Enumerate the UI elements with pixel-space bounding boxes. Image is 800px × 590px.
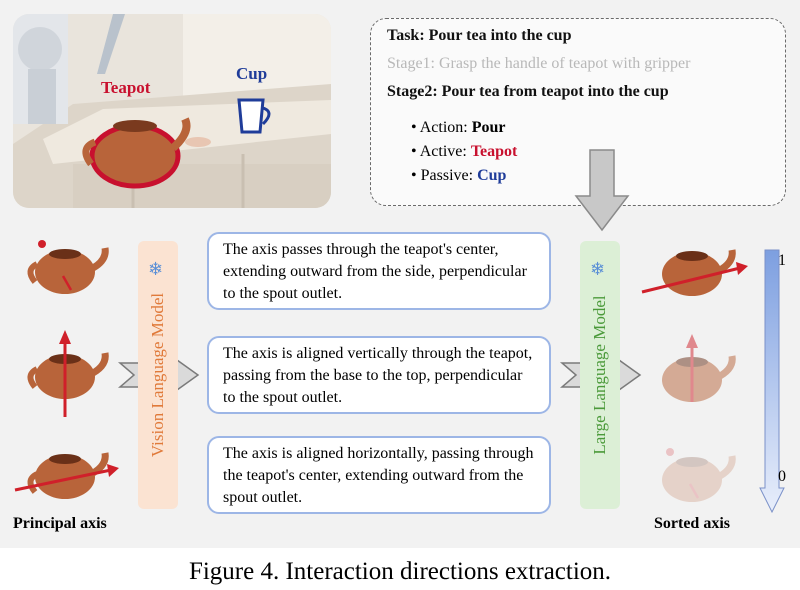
bullet-dot: • [411,119,417,136]
scene-photo: Teapot Cup [13,14,331,208]
vlm-label-part: anguage [148,337,167,399]
cup-label: Cup [236,64,268,83]
bullet-dot: • [411,167,417,184]
sorted-axis-label: Sorted axis [654,515,730,532]
llm-label-part: L [590,444,609,455]
llm-label: Large Language Model [590,295,610,454]
task-line: Task: Pour tea into the cup [387,27,572,44]
sorted-teapot-2 [662,334,736,402]
teapot-horizontal-axis [14,452,119,499]
vlm-label-part: odel [148,292,167,323]
vlm-label: Vision Language Model [148,293,168,457]
vlm-label-part: L [148,398,167,409]
axis-description-3: The axis is aligned horizontally, passin… [207,436,551,514]
active-value: Teapot [470,143,518,160]
stage2-line: Stage2: Pour tea from teapot into the cu… [387,83,669,100]
sorted-teapot-3 [662,448,736,502]
axis-description-1: The axis passes through the teapot's cen… [207,232,551,310]
llm-label-part: odel [590,295,609,325]
principal-axis-label: Principal axis [13,515,107,532]
bullet-active: • Active: Teapot [411,143,517,161]
teapot-vertical-axis [27,330,109,417]
stage1-line: Stage1: Grasp the handle of teapot with … [387,55,691,72]
llm-label-part: L [590,400,609,412]
bullet-key: Active: [419,143,471,160]
vlm-label-part: M [148,322,167,338]
teapot-side-axis [27,240,109,294]
bullet-key: Passive: [420,167,478,184]
axis-description-2: The axis is aligned vertically through t… [207,336,551,414]
snowflake-icon: ❄ [148,259,164,279]
bullet-key: Action: [419,119,472,136]
scale-bottom-label: 0 [778,468,786,485]
llm-label-part: anguage [590,339,609,401]
snowflake-icon: ❄ [590,259,606,279]
scene-illustration [13,14,331,208]
principal-axis-teapots [14,240,119,499]
bullet-action: • Action: Pour [411,119,506,137]
vlm-label-part: V [148,445,167,458]
teapot-label: Teapot [101,78,151,97]
llm-label-part: arge [590,411,609,445]
sorted-axis-teapots [641,249,748,502]
bullet-dot: • [411,143,417,160]
ranking-scale-arrow [759,249,785,514]
sorted-teapot-1 [641,249,748,296]
figure-caption: Figure 4. Interaction directions extract… [188,558,612,585]
task-box: Task: Pour tea into the cup Stage1: Gras… [370,18,786,206]
action-value: Pour [471,119,506,136]
bullet-passive: • Passive: Cup [411,167,506,185]
passive-value: Cup [477,167,507,184]
vision-language-model-bar: ❄ Vision Language Model [138,241,178,509]
down-arrow-icon [574,149,630,232]
large-language-model-bar: ❄ Large Language Model [580,241,620,509]
vlm-label-part: ision [148,408,167,446]
scale-top-label: 1 [778,252,786,269]
figure-panel: Teapot Cup Task: Pour tea into the cup S… [0,0,800,548]
llm-label-part: M [590,324,609,340]
